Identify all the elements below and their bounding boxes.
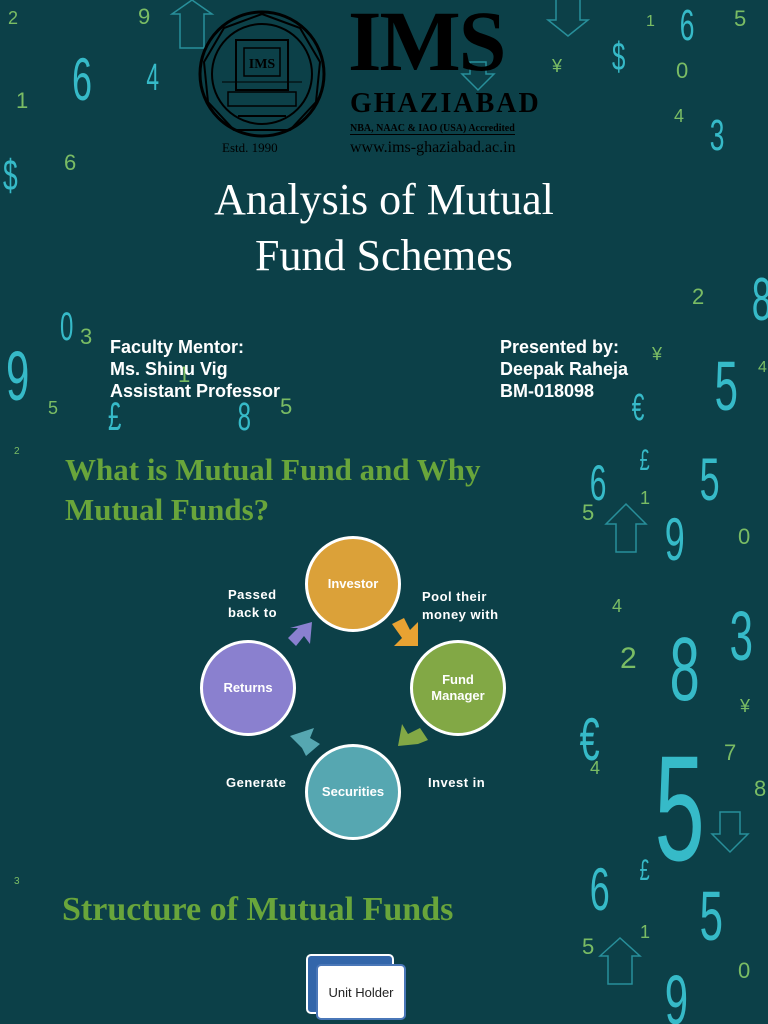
svg-text:€: € [632, 386, 645, 428]
edge-label-invest-in: Invest in [428, 775, 486, 790]
section1-line-2: Mutual Funds? [65, 492, 270, 527]
fund-manager-node: Fund Manager [410, 640, 506, 736]
svg-text:3: 3 [80, 324, 92, 349]
svg-text:9: 9 [138, 4, 150, 29]
svg-text:$: $ [3, 150, 18, 200]
pool-line-1: Pool their [422, 589, 487, 604]
mentor-heading: Faculty Mentor: [110, 337, 245, 357]
svg-text:4: 4 [590, 758, 600, 778]
svg-text:6: 6 [590, 455, 607, 511]
svg-text:€: € [580, 707, 600, 774]
section1-line-1: What is Mutual Fund and Why [65, 452, 481, 487]
svg-text:4: 4 [674, 106, 684, 126]
title-line-1: Analysis of Mutual [214, 175, 554, 224]
investor-node: Investor [305, 536, 401, 632]
svg-text:2: 2 [14, 446, 20, 457]
svg-text:7: 7 [724, 740, 736, 765]
svg-text:0: 0 [738, 958, 750, 983]
svg-text:9: 9 [665, 507, 685, 574]
svg-text:8: 8 [238, 394, 251, 439]
returns-node: Returns [200, 640, 296, 736]
fund-manager-line-2: Manager [431, 688, 485, 703]
presenter-name: Deepak Raheja [500, 359, 629, 379]
svg-text:¥: ¥ [651, 344, 663, 364]
svg-text:6: 6 [680, 0, 695, 50]
svg-text:5: 5 [48, 398, 58, 418]
svg-text:¥: ¥ [739, 696, 751, 716]
svg-text:6: 6 [64, 150, 76, 175]
section-heading-what-is: What is Mutual Fund and Why Mutual Funds… [65, 450, 565, 530]
svg-text:8: 8 [670, 619, 700, 720]
passed-line-1: Passed [228, 587, 277, 602]
logo-accreditation: NBA, NAAC & IAO (USA) Accredited [350, 123, 515, 135]
logo-name: IMS [348, 0, 506, 89]
svg-text:£: £ [108, 394, 121, 439]
logo-city: GHAZIABAD [350, 88, 541, 119]
svg-text:3: 3 [730, 598, 753, 676]
svg-text:5: 5 [655, 725, 705, 892]
mentor-name: Ms. Shinu Vig [110, 359, 228, 379]
svg-text:3: 3 [710, 110, 725, 160]
faculty-mentor-block: Faculty Mentor: Ms. Shinu Vig Assistant … [110, 336, 280, 402]
edge-label-passed-back: Passed back to [228, 586, 277, 622]
svg-text:8: 8 [754, 776, 766, 801]
mentor-role: Assistant Professor [110, 381, 281, 401]
section-heading-structure: Structure of Mutual Funds [62, 891, 454, 928]
svg-text:0: 0 [60, 304, 73, 349]
svg-text:8: 8 [752, 267, 768, 334]
svg-text:2: 2 [620, 642, 637, 675]
title-line-2: Fund Schemes [255, 231, 513, 280]
arrow-securities-to-returns [290, 728, 320, 756]
svg-text:9: 9 [6, 338, 29, 416]
fund-manager-line-1: Fund [442, 672, 474, 687]
svg-text:1: 1 [178, 362, 190, 387]
college-seal-logo: IMS [198, 10, 326, 138]
pool-line-2: money with [422, 607, 499, 622]
svg-text:£: £ [640, 855, 650, 888]
svg-text:2: 2 [692, 284, 704, 309]
presenter-id: BM-018098 [500, 381, 595, 401]
svg-text:5: 5 [280, 394, 292, 419]
svg-text:0: 0 [676, 58, 688, 83]
securities-node: Securities [305, 744, 401, 840]
svg-text:6: 6 [590, 857, 610, 924]
svg-text:1: 1 [640, 488, 650, 508]
svg-text:2: 2 [8, 8, 18, 28]
logo-website: www.ims-ghaziabad.ac.in [350, 139, 516, 156]
arrow-fund-to-securities [398, 724, 428, 746]
arrow-investor-to-fund [392, 618, 418, 646]
svg-text:1: 1 [640, 922, 650, 942]
svg-text:£: £ [640, 445, 650, 478]
edge-label-generate: Generate [226, 775, 287, 790]
arrow-returns-to-investor [288, 622, 312, 646]
svg-text:4: 4 [758, 359, 767, 376]
svg-text:3: 3 [14, 876, 20, 887]
svg-text:5: 5 [734, 6, 746, 31]
svg-text:6: 6 [72, 47, 92, 114]
svg-text:5: 5 [715, 348, 738, 426]
svg-text:5: 5 [700, 447, 720, 514]
svg-text:4: 4 [146, 56, 159, 98]
svg-text:¥: ¥ [551, 56, 563, 76]
svg-text:4: 4 [612, 596, 622, 616]
presenter-heading: Presented by: [500, 337, 620, 357]
svg-text:IMS: IMS [249, 57, 276, 72]
ims-wordmark: IMS GHAZIABAD NBA, NAAC & IAO (USA) Accr… [348, 0, 558, 156]
svg-text:1: 1 [646, 13, 655, 30]
passed-line-2: back to [228, 605, 278, 620]
established-year: Estd. 1990 [222, 140, 278, 155]
svg-text:9: 9 [665, 962, 688, 1024]
presenter-block: Presented by: Deepak Raheja BM-018098 [500, 336, 628, 402]
edge-label-pool-money: Pool their money with [422, 588, 499, 624]
svg-text:1: 1 [16, 88, 28, 113]
svg-text:5: 5 [582, 500, 594, 525]
slide-title: Analysis of Mutual Fund Schemes [0, 172, 768, 284]
svg-text:5: 5 [700, 878, 723, 956]
svg-text:5: 5 [582, 934, 594, 959]
unit-holder-box: Unit Holder [316, 964, 406, 1020]
svg-text:$: $ [612, 34, 625, 79]
svg-text:0: 0 [738, 524, 750, 549]
